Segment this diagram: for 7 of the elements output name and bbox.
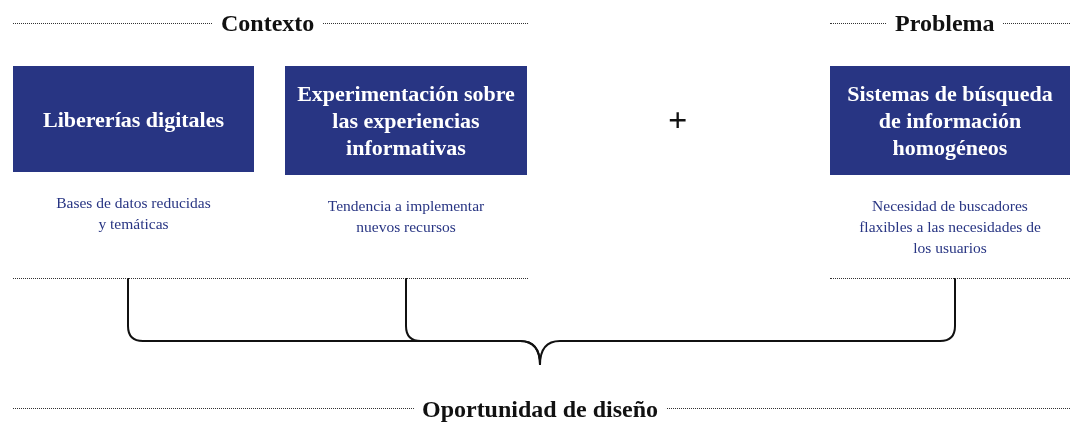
- note-text: Necesidad de buscadores flaxibles a las necesidades de los usuarios: [858, 196, 1042, 258]
- process-box: Experimentación sobre las experiencias informativas: [285, 66, 527, 175]
- process-box: Libererías digitales: [13, 66, 254, 172]
- bracket-line: [539, 277, 956, 366]
- note-text: Tendencia a implementar nuevos recursos: [326, 196, 486, 237]
- note-text: Bases de datos reducidas y temáticas: [55, 193, 212, 234]
- process-box: Sistemas de búsqueda de información homogéneos: [830, 66, 1070, 175]
